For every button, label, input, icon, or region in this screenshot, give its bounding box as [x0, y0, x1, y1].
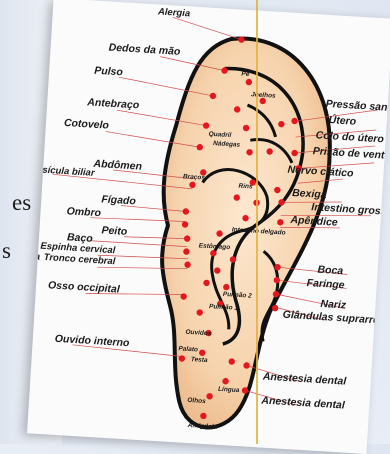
ear-reflexology-diagram: Alergia Dedos da mão Pulso Antebraço Cot… [27, 0, 390, 454]
label-glandulas-suprarrenais: Glândulas suprarren [282, 309, 385, 327]
label-antebraco: Antebraço [86, 96, 140, 111]
label-abdomen: Abdômen [92, 158, 142, 173]
label-boca: Boca [317, 264, 344, 278]
label-anestesia-dental-1: Anestesia dental [262, 370, 348, 387]
ear-chart-sheet: Alergia Dedos da mão Pulso Antebraço Cot… [27, 0, 390, 454]
label-rins: Rins [238, 183, 253, 191]
label-joelhos: Joelhos [251, 91, 276, 100]
label-figado: Fígado [101, 193, 137, 207]
label-ouvido-interno: Ouvido interno [54, 333, 130, 350]
slide-edge-text-2: s [2, 238, 11, 264]
label-bexiga: Bexiga [292, 187, 327, 201]
label-peito: Peito [101, 224, 128, 238]
label-ombro: Ombro [66, 205, 102, 219]
label-nariz: Nariz [320, 298, 347, 312]
label-quadril: Quadril [208, 131, 231, 139]
label-bracos: Braços [183, 173, 206, 181]
label-pulso: Pulso [94, 65, 124, 79]
label-faringe: Faringe [306, 277, 345, 291]
label-lingua: Língua [218, 386, 240, 394]
slide-divider-line [256, 0, 258, 444]
label-ouvidos: Ouvidos [185, 329, 212, 338]
slide-edge-text-1: es [12, 190, 31, 216]
label-cotovelo: Cotovelo [64, 117, 110, 132]
label-dedos-da-mao: Dedos da mão [108, 41, 181, 57]
label-pe: Pé [241, 71, 250, 78]
label-testa: Testa [191, 356, 209, 364]
label-utero: Útero [328, 113, 357, 128]
label-anestesia-dental-2: Anestesia dental [260, 394, 346, 411]
label-amigdala: Amígdala [187, 422, 218, 431]
label-alergia: Alergia [157, 6, 191, 19]
label-pressao-sangu: Pressão sangu [325, 98, 390, 115]
label-palato: Palato [178, 345, 198, 353]
label-olhos: Olhos [187, 397, 206, 405]
label-osso-occipital: Osso occipital [48, 279, 121, 295]
